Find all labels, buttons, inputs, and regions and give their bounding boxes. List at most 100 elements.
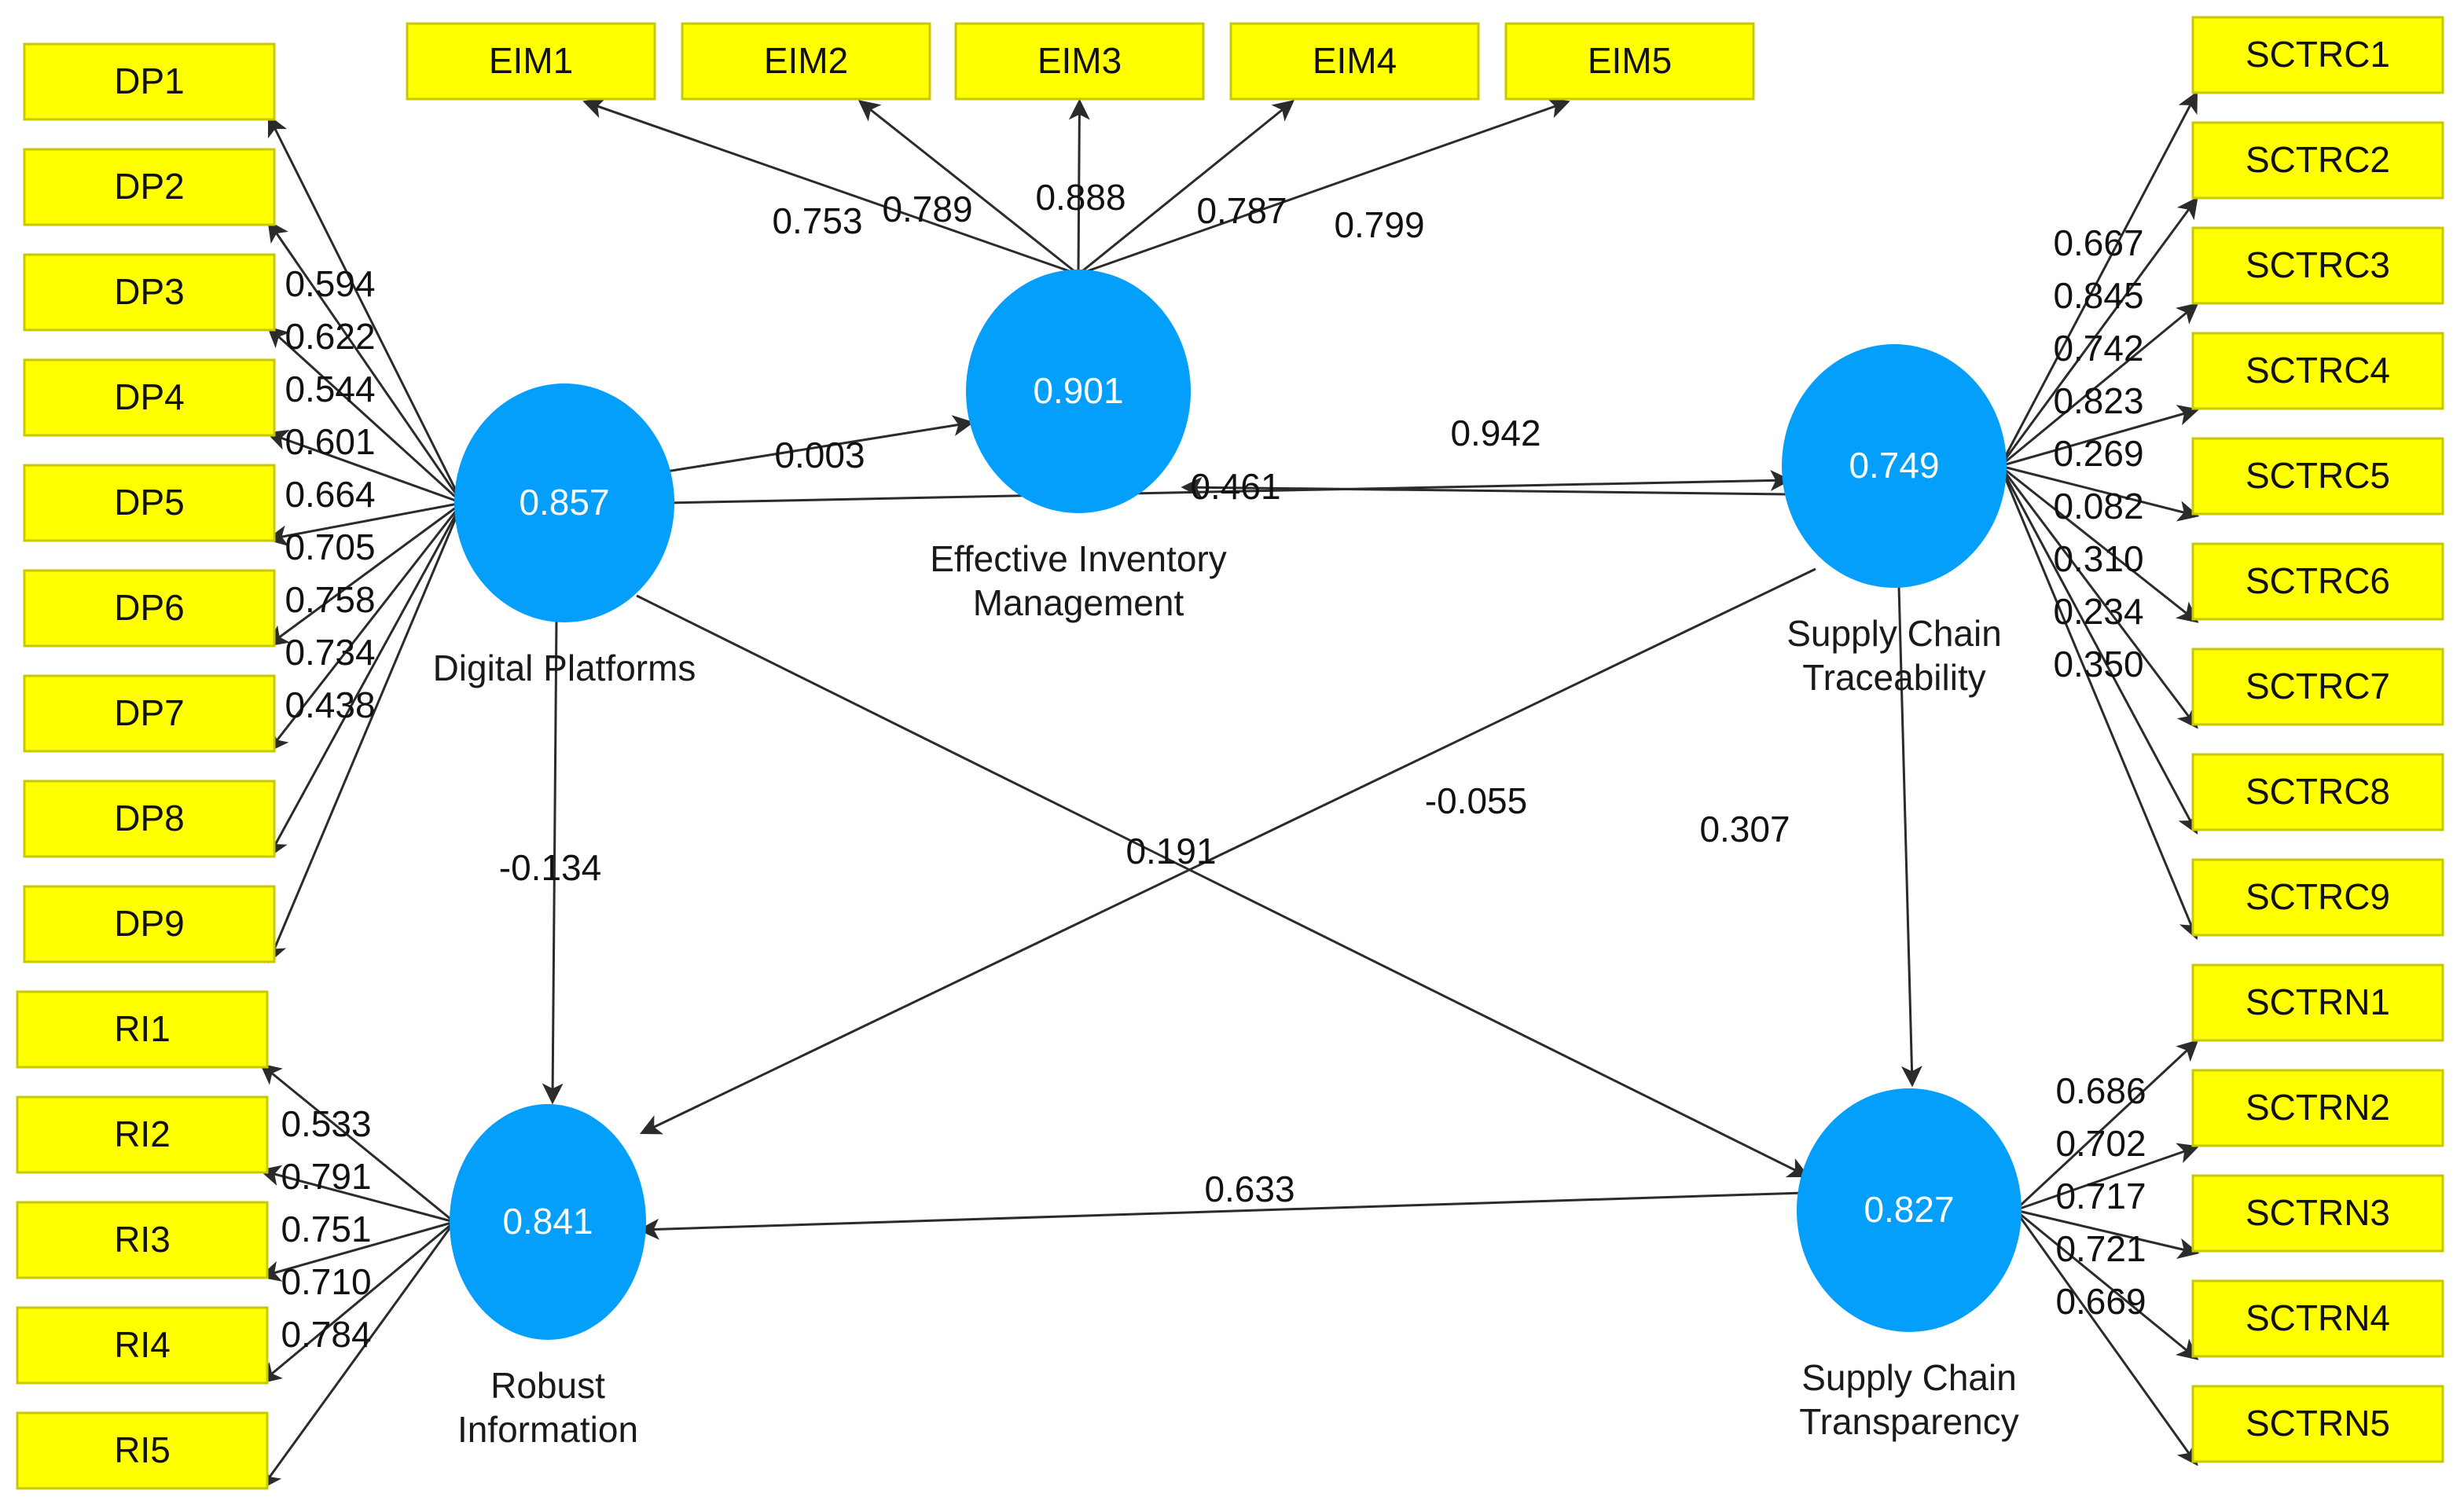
dp-indicator-item[interactable]: DP7 <box>23 674 276 753</box>
sctrc-indicator-item[interactable]: SCTRC2 <box>2191 121 2444 200</box>
dp-indicator-item[interactable]: DP9 <box>23 885 276 963</box>
eim-indicator-item[interactable]: EIM2 <box>681 22 931 101</box>
indicator-box[interactable] <box>23 358 276 437</box>
indicator-label: DP4 <box>114 376 184 417</box>
indicator-box[interactable] <box>2191 226 2444 305</box>
indicator-label: SCTRC9 <box>2246 876 2390 917</box>
indicator-box[interactable] <box>23 885 276 963</box>
indicator-box[interactable] <box>23 148 276 226</box>
indicator-box[interactable] <box>2191 1069 2444 1147</box>
eim-loading-arrow <box>1078 100 1295 276</box>
sctrc-indicator-item[interactable]: SCTRC7 <box>2191 648 2444 726</box>
path-coef-dp-ri: -0.134 <box>499 847 601 888</box>
indicator-label: RI3 <box>114 1219 171 1260</box>
eim-indicator-item[interactable]: EIM4 <box>1229 22 1480 101</box>
indicator-box[interactable] <box>2191 332 2444 410</box>
indicator-label: SCTRC2 <box>2246 139 2390 180</box>
sctrn-indicator-item[interactable]: SCTRN4 <box>2191 1279 2444 1358</box>
sctrc-indicator-item[interactable]: SCTRC3 <box>2191 226 2444 305</box>
sctrn-indicator-item[interactable]: SCTRN2 <box>2191 1069 2444 1147</box>
indicator-label: RI2 <box>114 1114 171 1154</box>
sctrn-indicator-item[interactable]: SCTRN3 <box>2191 1174 2444 1253</box>
dp-indicator-item[interactable]: DP5 <box>23 464 276 542</box>
indicator-box[interactable] <box>23 780 276 858</box>
sctrn-indicator-item[interactable]: SCTRN5 <box>2191 1385 2444 1463</box>
indicator-box[interactable] <box>681 22 931 101</box>
indicator-box[interactable] <box>23 42 276 121</box>
dp-indicator-item[interactable]: DP6 <box>23 569 276 648</box>
path-coef-dp-eim: 0.003 <box>774 435 865 475</box>
indicator-box[interactable] <box>2191 121 2444 200</box>
sctrc-loading-arrow <box>1999 91 2198 467</box>
sctrc-indicator-item[interactable]: SCTRC5 <box>2191 437 2444 516</box>
eim-indicator-item[interactable]: EIM1 <box>406 22 656 101</box>
indicator-box[interactable] <box>2191 1279 2444 1358</box>
indicator-label: EIM4 <box>1313 40 1397 81</box>
sctrc-indicator-item[interactable]: SCTRC4 <box>2191 332 2444 410</box>
indicator-box[interactable] <box>16 990 269 1069</box>
indicator-box[interactable] <box>2191 16 2444 94</box>
sctrc-loading-label: 0.845 <box>2053 275 2143 316</box>
indicator-box[interactable] <box>954 22 1205 101</box>
indicator-box[interactable] <box>2191 858 2444 937</box>
path-coef-sctrc-ri: -0.055 <box>1425 780 1527 821</box>
dp-indicator-item[interactable]: DP1 <box>23 42 276 121</box>
ri-indicator-item[interactable]: RI2 <box>16 1095 269 1174</box>
indicator-box[interactable] <box>2191 963 2444 1042</box>
indicator-box[interactable] <box>1504 22 1755 101</box>
latent-circle[interactable] <box>966 270 1191 513</box>
dp-loading-label: 0.544 <box>285 369 375 409</box>
ri-indicator-item[interactable]: RI4 <box>16 1306 269 1385</box>
indicator-box[interactable] <box>2191 542 2444 621</box>
ri-loading-label: 0.710 <box>281 1261 371 1302</box>
dp-indicator-item[interactable]: DP8 <box>23 780 276 858</box>
latent-circle[interactable] <box>1782 344 2007 588</box>
indicator-box[interactable] <box>16 1095 269 1174</box>
indicator-box[interactable] <box>16 1306 269 1385</box>
latent-circle[interactable] <box>450 1104 646 1340</box>
eim-indicator-item[interactable]: EIM3 <box>954 22 1205 101</box>
eim-loading-label: 0.787 <box>1196 190 1287 231</box>
indicator-box[interactable] <box>2191 1385 2444 1463</box>
sctrc-indicator-item[interactable]: SCTRC1 <box>2191 16 2444 94</box>
sctrc-indicator-item[interactable]: SCTRC8 <box>2191 753 2444 831</box>
eim-loading-arrow <box>857 100 1079 276</box>
indicator-box[interactable] <box>2191 753 2444 831</box>
indicator-box[interactable] <box>23 569 276 648</box>
eim-indicator-item[interactable]: EIM5 <box>1504 22 1755 101</box>
sctrc-indicator-item[interactable]: SCTRC6 <box>2191 542 2444 621</box>
sctrc-loading-arrow <box>1999 464 2199 623</box>
indicator-box[interactable] <box>1229 22 1480 101</box>
sctrc-indicator-item[interactable]: SCTRC9 <box>2191 858 2444 937</box>
indicator-box[interactable] <box>23 253 276 332</box>
sctrn-indicator-item[interactable]: SCTRN1 <box>2191 963 2444 1042</box>
indicator-box[interactable] <box>2191 648 2444 726</box>
sctrn-loading-label: 0.686 <box>2055 1070 2146 1111</box>
ri-loading-arrow <box>259 1220 455 1384</box>
ri-indicator-item[interactable]: RI5 <box>16 1411 269 1490</box>
indicator-box[interactable] <box>2191 437 2444 516</box>
dp-indicator-item[interactable]: DP3 <box>23 253 276 332</box>
indicator-box[interactable] <box>16 1411 269 1490</box>
dp-indicator-item[interactable]: DP4 <box>23 358 276 437</box>
indicator-box[interactable] <box>2191 1174 2444 1253</box>
indicator-box[interactable] <box>23 464 276 542</box>
ri-indicator-item[interactable]: RI3 <box>16 1201 269 1279</box>
indicator-box[interactable] <box>406 22 656 101</box>
coefficient-labels-layer: 0.5940.6220.5440.6010.6640.7050.7580.734… <box>281 177 2146 1355</box>
latent-circle[interactable] <box>454 383 674 622</box>
dp-loading-label: 0.622 <box>285 316 375 357</box>
ri-indicator-item[interactable]: RI1 <box>16 990 269 1069</box>
sctrc-loading-label: 0.823 <box>2053 380 2143 421</box>
latent-circle[interactable] <box>1797 1088 2022 1332</box>
ri-loading-arrow <box>260 1221 456 1490</box>
indicator-box[interactable] <box>16 1201 269 1279</box>
dp-indicator-item[interactable]: DP2 <box>23 148 276 226</box>
indicator-box[interactable] <box>23 674 276 753</box>
sctrc-loading-label: 0.082 <box>2053 486 2143 527</box>
